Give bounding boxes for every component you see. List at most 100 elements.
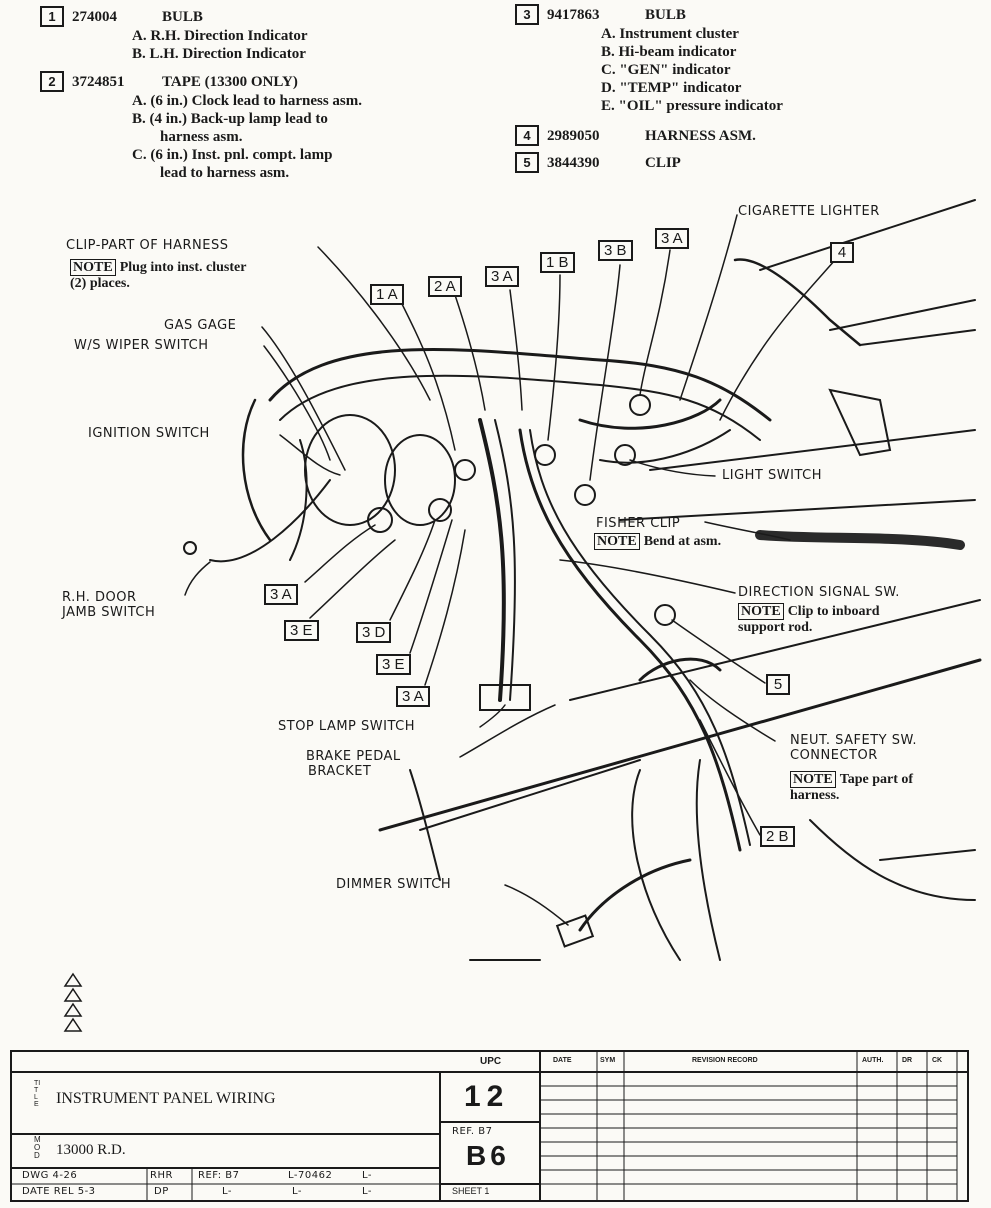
cluster-edge (289, 439, 308, 561)
leader-3e-l (309, 539, 396, 619)
door-jamb-lead (209, 479, 331, 563)
note-text: harness. (790, 788, 840, 803)
leader-fisher (704, 521, 791, 541)
label-neut-safety: NEUT. SAFETY SW. CONNECTOR (790, 733, 917, 763)
rhr: RHR (150, 1170, 173, 1181)
legend-sub: B. Hi-beam indicator (601, 44, 737, 60)
note-text: Bend at asm. (643, 534, 722, 549)
leader-neut (689, 679, 776, 742)
harness-right (578, 398, 722, 430)
socket (534, 444, 556, 466)
door-jamb-switch (183, 541, 197, 555)
legend-sub: A. (6 in.) Clock lead to harness asm. (132, 93, 363, 109)
bracket-shape (828, 388, 892, 457)
socket (614, 444, 636, 466)
leader-light-switch (629, 459, 716, 477)
callout-3a-right: 3 A (655, 228, 689, 249)
harness-main (478, 418, 506, 702)
dimmer-lead (578, 858, 692, 932)
callout-3a-bottom: 3 A (396, 686, 430, 707)
dash-right (733, 258, 862, 347)
leader-2a (454, 294, 486, 411)
leader-dir-signal (559, 559, 736, 594)
leader-2b (699, 719, 761, 836)
legend-sub: D. "TEMP" indicator (601, 80, 742, 96)
callout-3a-left: 3 A (264, 584, 298, 605)
label-stop-lamp: STOP LAMP SWITCH (278, 719, 415, 734)
part-name: HARNESS ASM. (645, 128, 756, 144)
legend-sub: C. "GEN" indicator (601, 62, 731, 78)
pod-mid (384, 434, 456, 526)
dash-line (829, 299, 976, 331)
callout-3b: 3 B (598, 240, 633, 261)
legend-box: 3 (515, 4, 539, 25)
callout-4: 4 (830, 242, 854, 263)
column-shroud (695, 759, 721, 961)
label-dimmer-switch: DIMMER SWITCH (336, 877, 452, 892)
part-name: CLIP (645, 155, 681, 171)
sheet-label: SHEET 1 (452, 1186, 490, 1196)
callout-1a: 1 A (370, 284, 404, 305)
legend-sub: lead to harness asm. (160, 165, 290, 181)
legend-box: 1 (40, 6, 64, 27)
harness-main (494, 419, 516, 701)
note-tag: NOTE (790, 771, 836, 788)
label-line: CONNECTOR (790, 748, 878, 763)
l-field: L- (362, 1186, 373, 1197)
leader-3a-b (424, 529, 466, 686)
column-shroud (631, 769, 681, 961)
lower-line (569, 599, 981, 701)
legend-sub: B. (4 in.) Back-up lamp lead to (132, 111, 328, 127)
dash-arc (268, 348, 772, 422)
leader-stop (479, 704, 506, 728)
title-block: TITLE INSTRUMENT PANEL WIRING MOD 13000 … (10, 1050, 969, 1202)
socket (454, 459, 476, 481)
harness-right (599, 429, 731, 464)
label-line: JAMB SWITCH (62, 605, 156, 620)
ref-value: B6 (466, 1140, 510, 1171)
l-field: L- (292, 1186, 303, 1197)
harness-branch (529, 429, 751, 846)
label-rh-door: R.H. DOOR JAMB SWITCH (62, 590, 155, 620)
part-name: TAPE (13300 ONLY) (162, 74, 298, 90)
note-tag: NOTE (738, 603, 784, 620)
neut-connector (638, 657, 722, 682)
socket (629, 394, 651, 416)
note-text: Tape part of (839, 772, 914, 787)
label-ignition-switch: IGNITION SWITCH (88, 426, 210, 441)
part-name: BULB (645, 7, 686, 23)
legend-item-4: 4 2989050 HARNESS ASM. (515, 125, 783, 146)
label-brake-bracket: BRAKE PEDAL BRACKET (306, 749, 401, 779)
note-text: Clip to inboard (787, 604, 880, 619)
label-line: NEUT. SAFETY SW. (790, 733, 917, 748)
part-number: 2989050 (547, 128, 600, 144)
socket (367, 507, 393, 533)
legend-box: 5 (515, 152, 539, 173)
title-block-grid (12, 1052, 967, 1200)
l-number: L-70462 (288, 1170, 333, 1181)
callout-3d: 3 D (356, 622, 392, 643)
dash-line (859, 329, 976, 346)
legend-box: 2 (40, 71, 64, 92)
callout-2b: 2 B (760, 826, 795, 847)
dash-top-line (759, 199, 976, 271)
label-fisher-clip: FISHER CLIP (596, 516, 681, 531)
leader-1b (547, 274, 561, 441)
label-line: BRAKE PEDAL (306, 749, 401, 764)
leader-3b (589, 264, 621, 481)
l-field: L- (362, 1170, 373, 1181)
harness-branch (518, 428, 742, 852)
legend-box: 4 (515, 125, 539, 146)
note-tag: NOTE (70, 259, 116, 276)
panel-edge (619, 499, 976, 521)
label-line: BRACKET (308, 764, 372, 779)
leader-brake (459, 704, 556, 758)
leader-wiper (263, 345, 331, 461)
leader-3d (389, 519, 436, 621)
panel-edge (649, 429, 976, 471)
label-gas-gage: GAS GAGE (164, 318, 237, 333)
